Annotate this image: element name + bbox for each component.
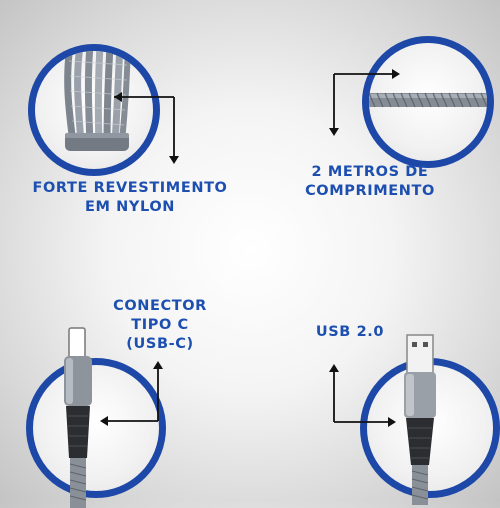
length-pointer-arrow (329, 69, 400, 136)
caption-line: (USB-C) (126, 336, 194, 352)
caption-line: CONECTOR (113, 298, 207, 314)
caption-line: 2 METROS DE (311, 164, 429, 180)
usb-2-caption: USB 2.0 (295, 323, 405, 342)
caption-line: USB 2.0 (315, 324, 385, 340)
usb-c-connector-image (64, 327, 92, 508)
straight-cable-image (369, 92, 487, 108)
nylon-caption: FORTE REVESTIMENTO EM NYLON (10, 179, 250, 217)
nylon-pointer-arrow (114, 92, 179, 164)
nylon-coil-circle (28, 44, 160, 176)
usb-c-pointer-arrow (100, 361, 163, 426)
usb-c-circle (26, 358, 166, 498)
caption-line: TIPO C (131, 317, 189, 333)
caption-line: EM NYLON (84, 199, 175, 215)
usb-c-caption: CONECTOR TIPO C (USB-C) (100, 297, 220, 354)
cable-length-circle (362, 36, 494, 168)
caption-line: FORTE REVESTIMENTO (32, 180, 228, 196)
caption-line: COMPRIMENTO (305, 183, 435, 199)
length-caption: 2 METROS DE COMPRIMENTO (285, 163, 455, 201)
usb-2-pointer-arrow (329, 364, 396, 427)
usb-a-connector-image (404, 334, 436, 505)
